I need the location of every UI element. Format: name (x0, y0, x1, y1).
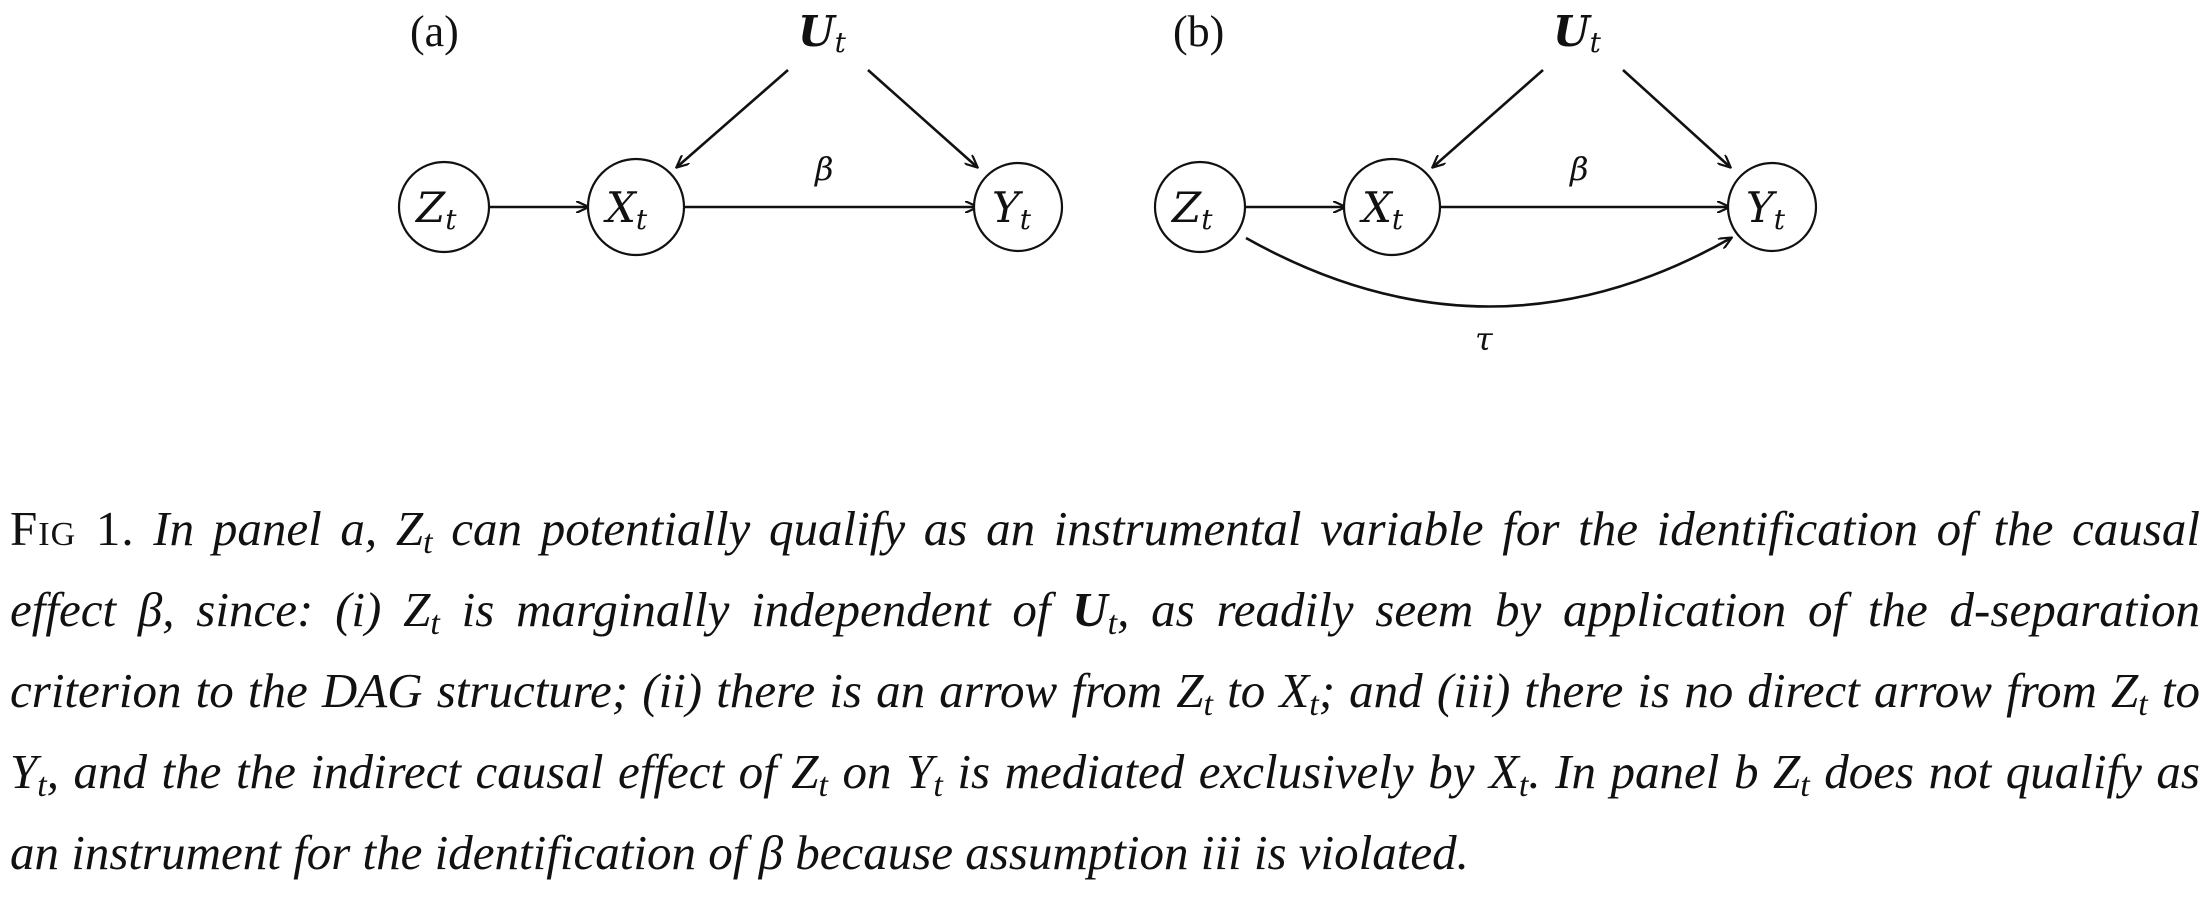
svg-text:Zt: Zt (1170, 183, 1213, 236)
caption-segment: , and the the indirect causal effect of (46, 744, 792, 799)
caption-segment: is marginally independent of (439, 582, 1073, 637)
caption-segment: X (1279, 663, 1310, 718)
node-u-a: Ut (798, 7, 847, 59)
caption-segment: is mediated exclusively by (942, 744, 1489, 799)
caption-segment: Z (1176, 663, 1204, 718)
figure-caption: Fig 1. In panel a, Zt can potentially qu… (10, 495, 2200, 886)
caption-segment: to (1212, 663, 1280, 718)
svg-text:Xt: Xt (1359, 183, 1404, 236)
caption-segment: can potentially qualify as an instrument… (10, 501, 2200, 637)
edge-u-y-a (867, 69, 977, 167)
panel-b-label: (b) (1173, 7, 1224, 56)
svg-text:Ut: Ut (798, 7, 847, 59)
edge-u-y-b (1622, 69, 1730, 167)
node-u-b: Ut (1553, 7, 1602, 59)
node-z-a: Zt (397, 160, 491, 254)
panel-a-label: (a) (410, 7, 459, 56)
caption-segment: X (1488, 744, 1519, 799)
caption-segment: t (37, 767, 47, 804)
caption-body: In panel a, Zt can potentially qualify a… (10, 501, 2200, 880)
caption-segment: Z (403, 582, 431, 637)
svg-text:Xt: Xt (603, 183, 648, 236)
caption-segment: t (1203, 686, 1213, 723)
node-x-a: Xt (586, 157, 686, 257)
svg-text:Yt: Yt (992, 183, 1032, 236)
svg-text:Zt: Zt (414, 183, 457, 236)
node-z-b: Zt (1153, 160, 1247, 254)
caption-segment: to (2147, 663, 2200, 718)
caption-segment: t (1309, 686, 1319, 723)
caption-segment: Z (395, 501, 424, 556)
caption-segment: . In panel b (1528, 744, 1773, 799)
caption-segment: t (1518, 767, 1529, 804)
node-y-b: Yt (1726, 161, 1818, 253)
svg-text:Yt: Yt (1746, 183, 1786, 236)
dag-svg: (a) Zt Xt Yt Ut β (397, 7, 1818, 358)
dag-figure: (a) Zt Xt Yt Ut β (0, 0, 2208, 420)
caption-segment: Y (906, 744, 934, 799)
caption-segment: t (818, 767, 828, 804)
caption-segment: ; and (iii) there is no direct arrow fro… (1318, 663, 2112, 718)
caption-segment: Z (1773, 744, 1801, 799)
caption-segment: , as readily seem by application of the … (10, 582, 2200, 718)
node-x-b: Xt (1342, 157, 1442, 257)
caption-segment: Z (2111, 663, 2139, 718)
caption-segment: does not qualify as an instrument for th… (10, 744, 2200, 880)
panel-b: (b) Zt Xt Yt Ut β τ (1153, 7, 1818, 358)
caption-segment: Z (791, 744, 819, 799)
edge-u-x-b (1433, 69, 1544, 167)
caption-segment: on (828, 744, 907, 799)
caption-segment: t (1107, 605, 1118, 642)
caption-segment: t (423, 524, 433, 561)
beta-label-a: β (814, 150, 834, 188)
tau-label-b: τ (1475, 320, 1494, 358)
svg-text:Ut: Ut (1553, 7, 1602, 59)
node-y-a: Yt (972, 161, 1064, 253)
beta-label-b: β (1569, 150, 1589, 188)
edge-z-y-b (1245, 238, 1731, 308)
caption-segment: t (2138, 686, 2148, 723)
caption-segment: U (1072, 582, 1108, 637)
caption-segment: In panel a, (134, 501, 396, 556)
caption-segment: Y (10, 744, 38, 799)
caption-lead: Fig 1. (10, 501, 135, 556)
edge-u-x-a (677, 69, 789, 167)
caption-segment: t (1800, 767, 1810, 804)
caption-segment: t (933, 767, 943, 804)
panel-a: (a) Zt Xt Yt Ut β (397, 7, 1064, 257)
caption-segment: t (430, 605, 440, 642)
